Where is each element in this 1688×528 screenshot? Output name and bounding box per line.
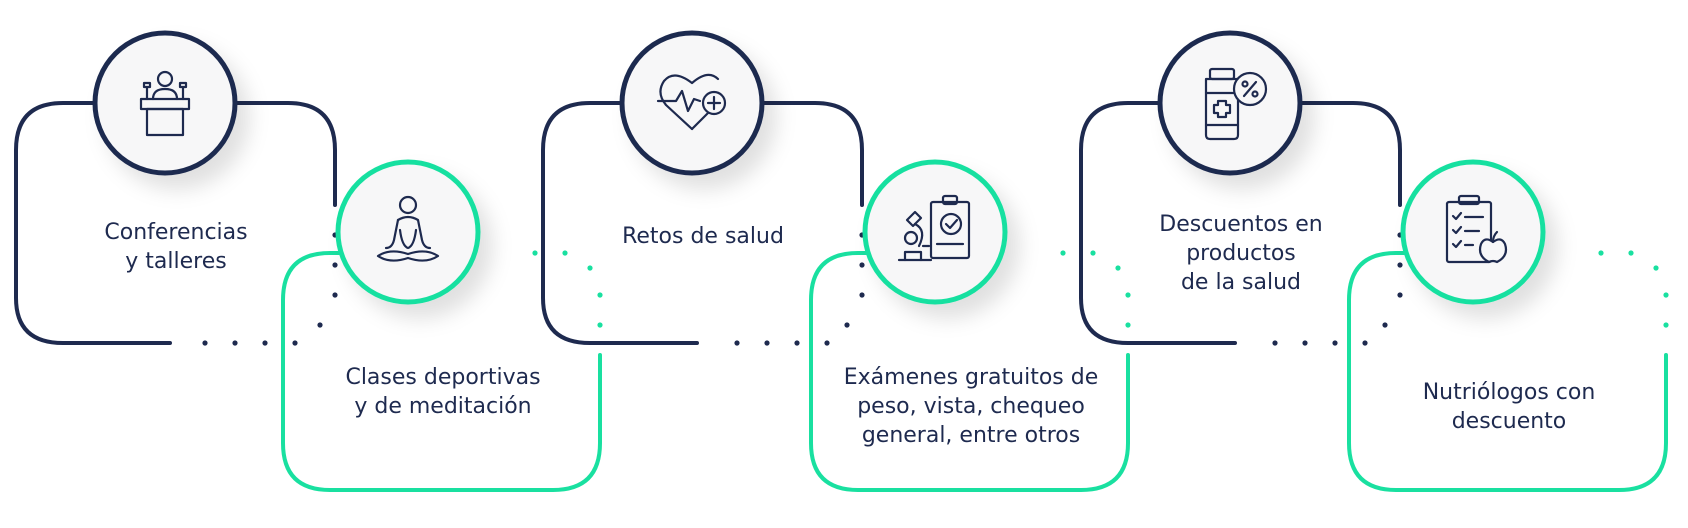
connector-dot xyxy=(794,340,800,346)
connector-dot xyxy=(202,340,208,346)
heart-plus-icon xyxy=(650,61,734,145)
connector-dot xyxy=(317,322,323,328)
label-retos-de-salud: Retos de salud xyxy=(622,224,784,249)
microscope-clipboard-icon xyxy=(893,190,977,274)
connector-dot xyxy=(734,340,740,346)
connector-dot xyxy=(1115,265,1121,271)
icon-circle-4 xyxy=(862,159,1008,305)
connector-dot xyxy=(1397,262,1403,268)
icon-circle-5 xyxy=(1157,30,1303,176)
connector-dot xyxy=(1302,340,1308,346)
connector-dot xyxy=(1060,250,1066,256)
connector-dot xyxy=(1598,250,1604,256)
connector-dot xyxy=(1663,322,1669,328)
connector-dot xyxy=(764,340,770,346)
card-outline-2 xyxy=(281,251,602,492)
connector-dot xyxy=(532,250,538,256)
connector-dot xyxy=(1628,250,1634,256)
connector-dot xyxy=(1125,322,1131,328)
connector-dot xyxy=(859,262,865,268)
card-outline-1 xyxy=(14,101,337,345)
connector-dot xyxy=(332,262,338,268)
connector-dot xyxy=(1382,322,1388,328)
card-outline-4 xyxy=(809,251,1130,492)
connector-dot xyxy=(562,250,568,256)
connector-dot xyxy=(844,322,850,328)
card-outline-3 xyxy=(541,101,864,345)
icon-circles xyxy=(92,30,1546,305)
card-outline-6 xyxy=(1347,251,1668,492)
connector-dot xyxy=(1125,292,1131,298)
connector-dot xyxy=(1362,340,1368,346)
connector-dot xyxy=(597,292,603,298)
medicine-bottle-discount-icon xyxy=(1188,61,1272,145)
meditation-icon xyxy=(366,190,450,274)
connector-dot xyxy=(292,340,298,346)
connector-dot xyxy=(1332,340,1338,346)
nutrition-checklist-icon xyxy=(1431,190,1515,274)
connector-dot xyxy=(1090,250,1096,256)
connector-dot xyxy=(1397,292,1403,298)
connector-dot xyxy=(1653,265,1659,271)
connector-dot xyxy=(1272,340,1278,346)
connector-dot xyxy=(587,265,593,271)
connector-dot xyxy=(262,340,268,346)
connector-dot xyxy=(597,322,603,328)
connector-dot xyxy=(824,340,830,346)
speaker-podium-icon xyxy=(123,61,207,145)
connector-dot xyxy=(859,292,865,298)
icon-circle-2 xyxy=(335,159,481,305)
card-outline-5 xyxy=(1079,101,1402,345)
icon-circle-1 xyxy=(92,30,238,176)
connector-dot xyxy=(332,292,338,298)
connector-dot xyxy=(1663,292,1669,298)
connector-dot xyxy=(232,340,238,346)
